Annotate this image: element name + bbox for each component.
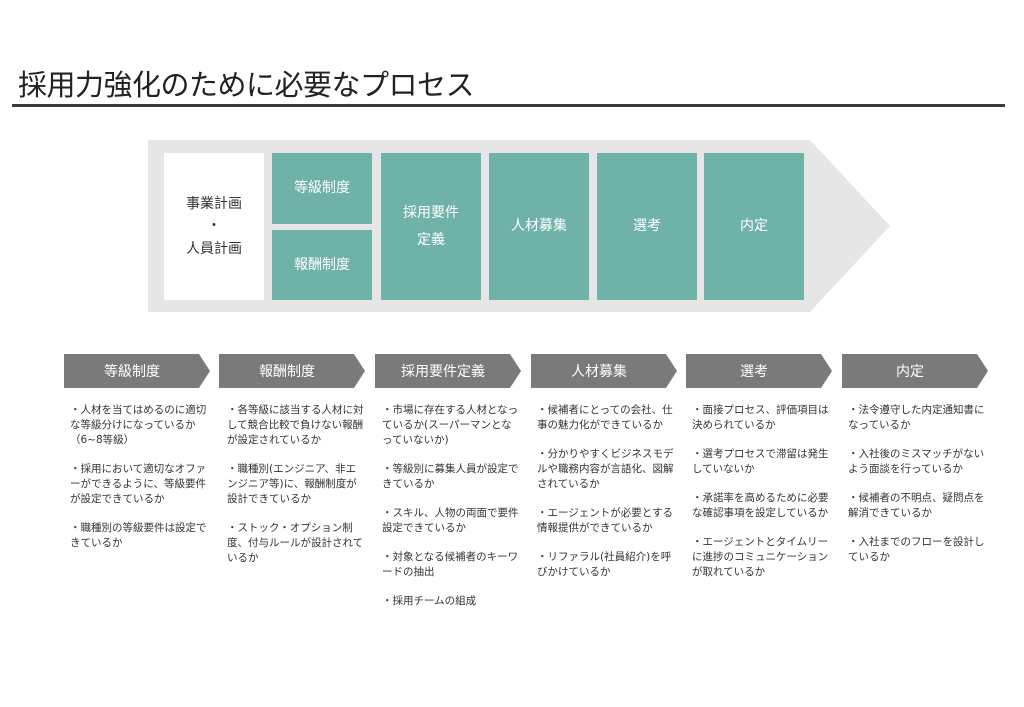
list-item: ・候補者にとっての会社、仕事の魅力化ができているか [537, 404, 673, 431]
business-plan-label: 事業計画 [186, 195, 242, 212]
selection-box: 選考 [597, 153, 697, 300]
list-item: ・採用において適切なオファーができるように、等級要件が設定できているか [70, 463, 207, 505]
list-item: ・人材を当てはめるのに適切な等級分けになっているか（6~8等級） [70, 404, 207, 446]
list-item: ・候補者の不明点、疑問点を解消できているか [848, 492, 985, 519]
list-item: ・エージェントとタイムリーに進捗のコミュニケーションが取れているか [692, 536, 829, 578]
selection-label: 選考 [633, 218, 661, 235]
grade-system-header-label: 等級制度 [104, 364, 160, 380]
list-item: ・分かりやすくビジネスモデルや職務内容が言語化、図解されているか [537, 448, 674, 490]
requirements-box: 採用要件 定義 [381, 153, 481, 300]
list-item: ・入社までのフローを設計しているか [848, 536, 985, 563]
list-item: ・職種別の等級要件は設定できているか [70, 522, 207, 549]
pay-system-label: 報酬制度 [294, 256, 350, 273]
list-item: ・スキル、人物の両面で要件設定できているか [382, 507, 519, 534]
offer-header-label: 内定 [896, 364, 924, 380]
list-item: ・等級別に募集人員が設定できているか [382, 463, 519, 490]
list-item: ・承諾率を高めるために必要な確認事項を設定しているか [692, 492, 829, 519]
list-item: ・ストック・オプション制度、付与ルールが設計されているか [227, 522, 364, 564]
list-item: ・対象となる候補者のキーワードの抽出 [382, 551, 519, 578]
pay-system-box: 報酬制度 [272, 230, 372, 300]
recruiting-header: 人材募集 [531, 354, 677, 388]
business-plan-box: 事業計画 ・ 人員計画 [164, 153, 264, 300]
page-title: 採用力強化のために必要なプロセス [18, 68, 475, 102]
grade-system-label: 等級制度 [294, 180, 350, 197]
grade-system-box: 等級制度 [272, 153, 372, 224]
requirements-header-label: 採用要件定義 [401, 364, 485, 380]
requirements-checklist: ・市場に存在する人材となっているか(スーパーマンとなっていないか) ・等級別に募… [382, 403, 520, 623]
grade-system-checklist: ・人材を当てはめるのに適切な等級分けになっているか（6~8等級） ・採用において… [70, 403, 208, 565]
pay-system-header-label: 報酬制度 [259, 364, 315, 380]
requirements-header: 採用要件定義 [375, 354, 521, 388]
recruiting-checklist: ・候補者にとっての会社、仕事の魅力化ができているか ・分かりやすくビジネスモデル… [537, 403, 675, 594]
recruiting-label: 人材募集 [511, 218, 567, 235]
list-item: ・入社後のミスマッチがないよう面談を行っているか [848, 448, 985, 475]
business-plan-separator: ・ [207, 218, 221, 235]
list-item: ・法令遵守した内定通知書になっているか [848, 404, 985, 431]
headcount-plan-label: 人員計画 [186, 240, 242, 257]
recruiting-box: 人材募集 [489, 153, 589, 300]
offer-label: 内定 [740, 218, 768, 235]
list-item: ・選考プロセスで滞留は発生していないか [692, 448, 829, 475]
grade-system-header: 等級制度 [64, 354, 210, 388]
list-item: ・エージェントが必要とする情報提供ができているか [537, 507, 673, 534]
recruiting-header-label: 人材募集 [571, 364, 627, 380]
requirements-label-line2: 定義 [417, 231, 445, 248]
requirements-label-line1: 採用要件 [403, 204, 459, 221]
list-item: ・採用チームの組成 [382, 595, 477, 607]
offer-header: 内定 [842, 354, 988, 388]
offer-box: 内定 [704, 153, 804, 300]
selection-header-label: 選考 [740, 364, 768, 380]
offer-checklist: ・法令遵守した内定通知書になっているか ・入社後のミスマッチがないよう面談を行っ… [848, 403, 986, 579]
list-item: ・各等級に該当する人材に対して競合比較で負けない報酬が設定されているか [227, 404, 364, 446]
list-item: ・職種別(エンジニア、非エンジニア等)に、報酬制度が設計できているか [227, 463, 357, 505]
pay-system-header: 報酬制度 [219, 354, 365, 388]
title-underline [12, 104, 1005, 107]
selection-checklist: ・面接プロセス、評価項目は決められているか ・選考プロセスで滞留は発生していない… [692, 403, 830, 594]
selection-header: 選考 [686, 354, 832, 388]
list-item: ・面接プロセス、評価項目は決められているか [692, 404, 829, 431]
pay-system-checklist: ・各等級に該当する人材に対して競合比較で負けない報酬が設定されているか ・職種別… [227, 403, 365, 580]
list-item: ・リファラル(社員紹介)を呼びかけているか [537, 551, 672, 578]
list-item: ・市場に存在する人材となっているか(スーパーマンとなっていないか) [382, 404, 519, 446]
